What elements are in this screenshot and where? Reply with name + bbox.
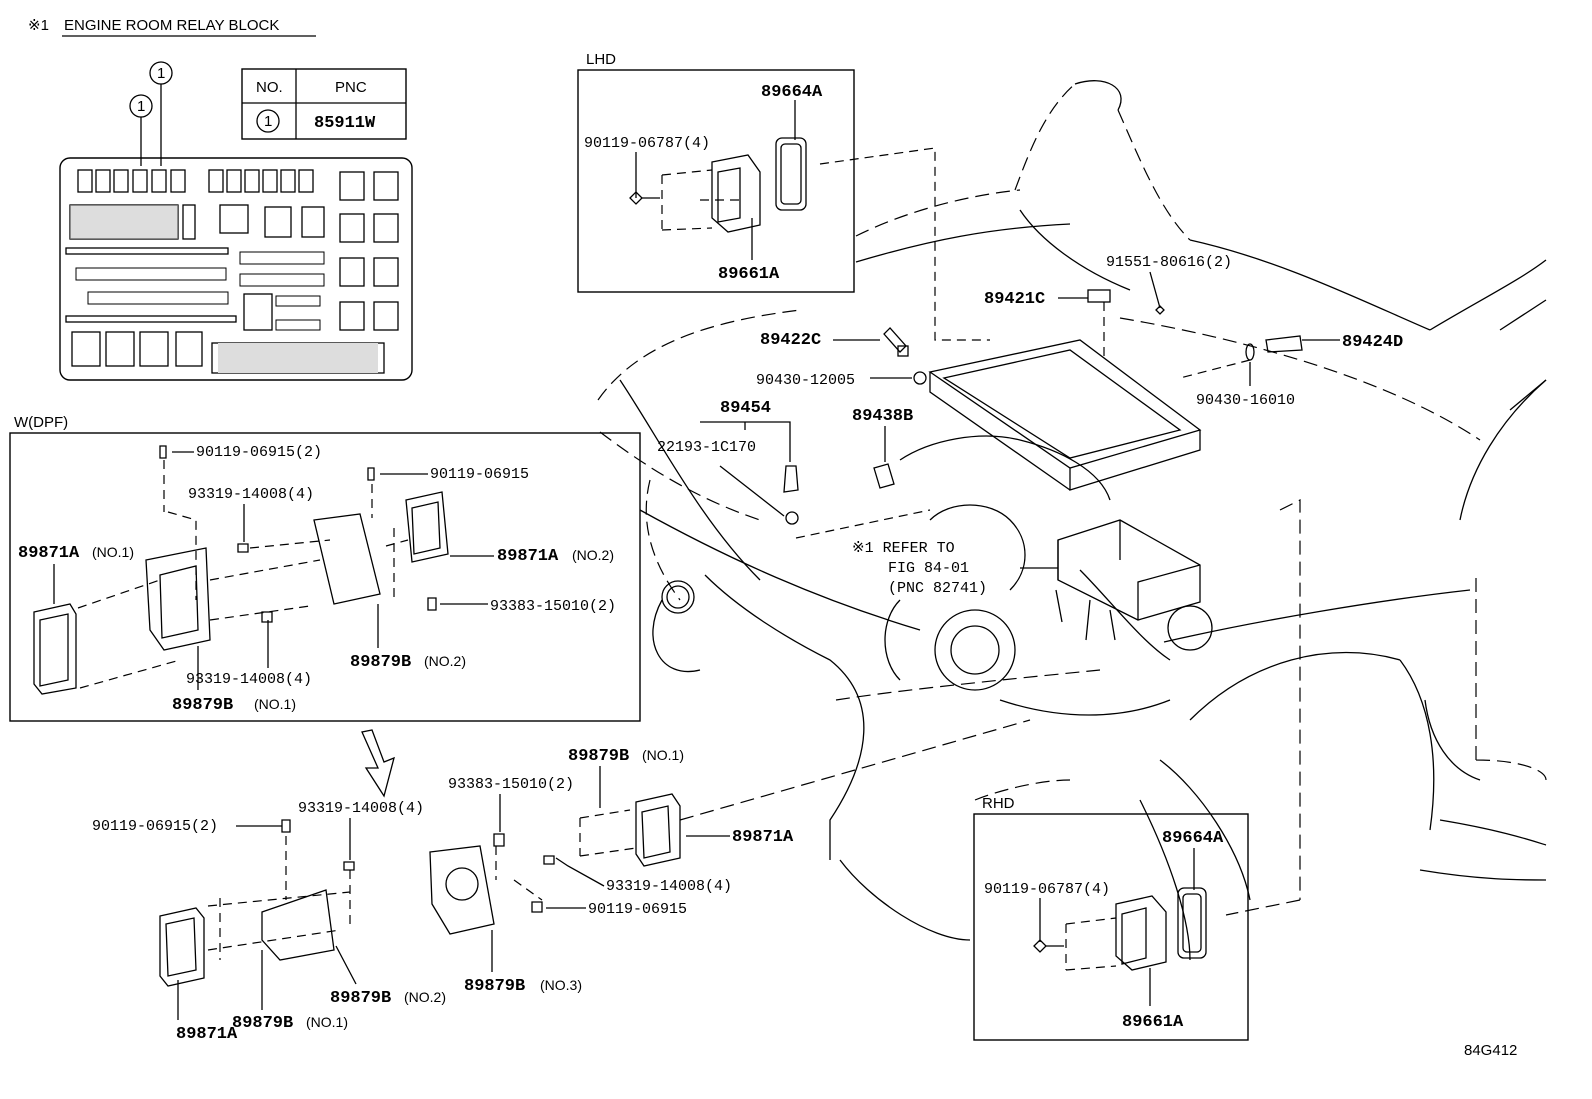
lower-89879b-no1-sfx: (NO.1) (642, 747, 684, 763)
lower-89879b-no1-code: 89879B (568, 747, 629, 766)
lhd-89661a-label: 89661A (718, 265, 780, 284)
lower-93383: 93383-15010(2) (448, 776, 574, 793)
lhd-leader (819, 147, 990, 341)
wdpf-89871a-no2-code: 89871A (497, 547, 559, 566)
rhd-box (973, 813, 1249, 1041)
wdpf-box (9, 432, 641, 722)
wdpf-89871a-no1-sfx: (NO.1) (92, 544, 134, 560)
label-90430-12005: 90430-12005 (756, 372, 855, 389)
rhd-label: RHD (982, 795, 1015, 812)
lhd-label: LHD (586, 51, 616, 68)
rhd-90119-label: 90119-06787(4) (984, 881, 1110, 898)
lower-90119: 90119-06915 (588, 901, 687, 918)
lower-93319-left: 93319-14008(4) (298, 800, 424, 817)
lower-90119-2: 90119-06915(2) (92, 818, 218, 835)
relay-block-title: ENGINE ROOM RELAY BLOCK (64, 17, 279, 34)
label-89454: 89454 (720, 399, 771, 418)
lower-89871a-right: 89871A (732, 828, 794, 847)
lhd-89664a-label: 89664A (761, 83, 823, 102)
wdpf-89879b-no2-code: 89879B (350, 653, 411, 672)
label-90430-16010: 90430-16010 (1196, 392, 1295, 409)
wdpf-89871a-no1-code: 89871A (18, 544, 80, 563)
lower-assembly-drawing (159, 719, 1031, 987)
lhd-90119-label: 90119-06787(4) (584, 135, 710, 152)
pnc-col-no: NO. (256, 79, 283, 96)
rhd-89664a-label: 89664A (1162, 829, 1224, 848)
label-91551: 91551-80616(2) (1106, 254, 1232, 271)
pnc-row-pnc: 85911W (314, 114, 376, 133)
note-mark: ※1 (28, 17, 49, 34)
rhd-module-drawing (1033, 887, 1207, 971)
lower-89879b-no2-code: 89879B (330, 989, 391, 1008)
label-89438b: 89438B (852, 407, 913, 426)
lower-89879b-no2-sfx: (NO.2) (404, 989, 446, 1005)
wdpf-89879b-no1-code: 89879B (172, 696, 233, 715)
wdpf-90119-2: 90119-06915(2) (196, 444, 322, 461)
refer-line-3: (PNC 82741) (888, 580, 987, 597)
lower-89879b-no3-code: 89879B (464, 977, 525, 996)
lower-89879b-no1b-code: 89879B (232, 1014, 293, 1033)
callout-1b: 1 (137, 98, 145, 115)
wdpf-93383: 93383-15010(2) (490, 598, 616, 615)
wdpf-89879b-no2-sfx: (NO.2) (424, 653, 466, 669)
vehicle-line-art (597, 80, 1547, 961)
label-89424d: 89424D (1342, 333, 1403, 352)
figure-code: 84G412 (1464, 1042, 1517, 1059)
label-22193: 22193-1C170 (657, 439, 756, 456)
pnc-col-pnc: PNC (335, 79, 367, 96)
lower-93319-right: 93319-14008(4) (606, 878, 732, 895)
wdpf-93319-top: 93319-14008(4) (188, 486, 314, 503)
pnc-row-no: 1 (264, 113, 272, 130)
lower-89879b-no3-sfx: (NO.3) (540, 977, 582, 993)
wdpf-89879b-no1-sfx: (NO.1) (254, 696, 296, 712)
callout-1a: 1 (157, 65, 165, 82)
wdpf-drawing (33, 491, 449, 695)
down-arrow-icon (361, 729, 395, 798)
lower-89879b-no1b-sfx: (NO.1) (306, 1014, 348, 1030)
pnc-table: NO. PNC 1 85911W (241, 68, 407, 140)
label-89422c: 89422C (760, 331, 821, 350)
wdpf-label: W(DPF) (14, 414, 68, 431)
wdpf-90119: 90119-06915 (430, 466, 529, 483)
rhd-89661a-label: 89661A (1122, 1013, 1184, 1032)
lhd-module-drawing (629, 137, 807, 233)
wdpf-93319-bottom: 93319-14008(4) (186, 671, 312, 688)
label-89421c: 89421C (984, 290, 1045, 309)
wdpf-89871a-no2-sfx: (NO.2) (572, 547, 614, 563)
lower-89871a-left: 89871A (176, 1025, 238, 1044)
refer-line-2: FIG 84-01 (888, 560, 969, 577)
lhd-box (577, 69, 855, 293)
relay-block-drawing: 1 1 (59, 61, 413, 381)
refer-line-1: ※1 REFER TO (852, 540, 955, 557)
